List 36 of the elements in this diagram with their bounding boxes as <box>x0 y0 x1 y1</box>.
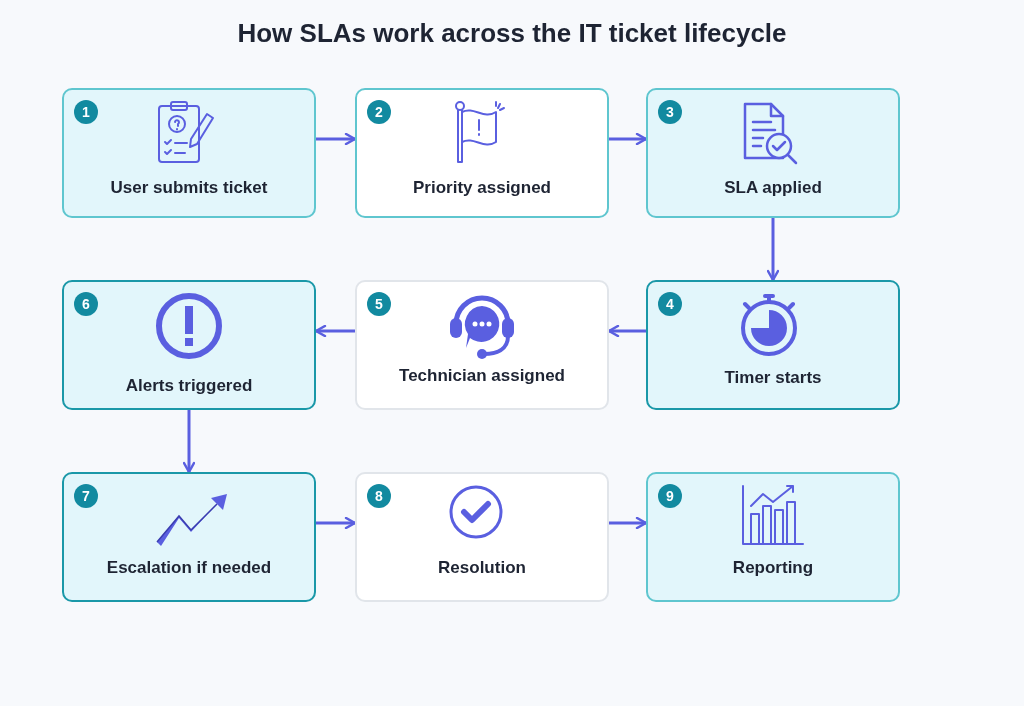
arrow <box>609 516 648 530</box>
step-number: 7 <box>74 484 98 508</box>
step-label: Reporting <box>731 558 815 578</box>
step-card <box>646 472 900 602</box>
step-label: User submits ticket <box>109 178 269 198</box>
step-number: 1 <box>74 100 98 124</box>
arrow <box>316 516 357 530</box>
arrow <box>182 410 196 474</box>
step-label: Alerts triggered <box>124 376 254 396</box>
step-label: Timer starts <box>723 368 823 388</box>
arrow <box>607 324 646 338</box>
step-number: 9 <box>658 484 682 508</box>
step-card <box>646 280 900 410</box>
step-card <box>62 472 316 602</box>
step-card <box>355 472 609 602</box>
step-label: SLA applied <box>723 178 823 198</box>
step-card <box>355 280 609 410</box>
step-label: Escalation if needed <box>105 558 273 578</box>
step-card <box>62 88 316 218</box>
step-label: Priority assigned <box>412 178 552 198</box>
arrow <box>609 132 648 146</box>
step-label: Resolution <box>437 558 527 578</box>
step-number: 8 <box>367 484 391 508</box>
step-number: 6 <box>74 292 98 316</box>
arrow <box>314 324 355 338</box>
arrow <box>766 218 780 282</box>
step-number: 5 <box>367 292 391 316</box>
step-number: 2 <box>367 100 391 124</box>
step-card <box>646 88 900 218</box>
step-number: 3 <box>658 100 682 124</box>
step-number: 4 <box>658 292 682 316</box>
step-label: Technician assigned <box>398 366 566 386</box>
arrow <box>316 132 357 146</box>
diagram-title: How SLAs work across the IT ticket lifecycle <box>236 18 788 49</box>
step-card <box>355 88 609 218</box>
step-card <box>62 280 316 410</box>
